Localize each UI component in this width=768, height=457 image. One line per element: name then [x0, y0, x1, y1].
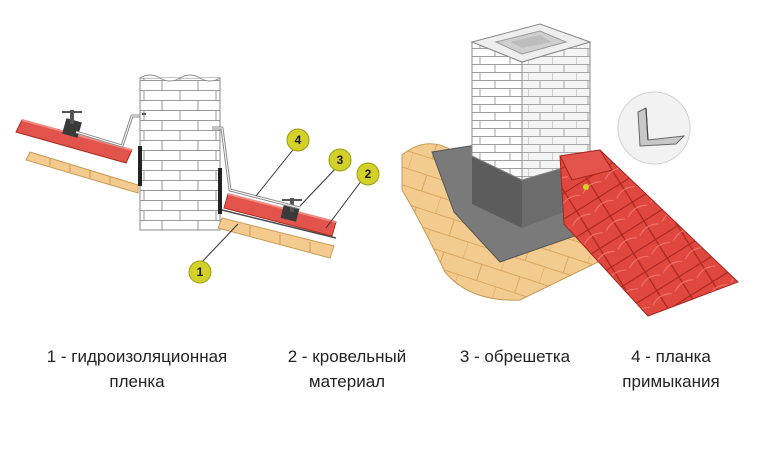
chimney-section: [138, 74, 222, 231]
legend-item-roofing: 2 - кровельный материал: [262, 344, 432, 394]
marker-4-label: 4: [295, 133, 302, 147]
legend-item-1-line-1: 1 - гидроизоляционная: [46, 347, 228, 366]
marker-2: 2: [356, 162, 380, 186]
marker-3: 3: [328, 148, 352, 172]
marker-4: 4: [286, 128, 310, 152]
chimney-iso: [470, 23, 592, 228]
marker-2-label: 2: [365, 167, 372, 181]
flashing-profile-inset: [617, 91, 691, 165]
leader-lines: [199, 145, 363, 265]
cross-section-view: 1 4 3 2: [15, 74, 380, 284]
legend-item-flashing: 4 - планка примыкания: [596, 344, 746, 394]
right-battens: [217, 217, 335, 259]
legend-item-1-line-2: пленка: [109, 372, 165, 391]
legend-item-membrane: 1 - гидроизоляционная пленка: [12, 344, 262, 394]
left-battens: [25, 151, 139, 194]
right-roofing: [223, 193, 337, 237]
legend-item-4-line-2: примыкания: [622, 372, 720, 391]
legend-item-2-line-2: материал: [308, 372, 386, 391]
marker-1: 1: [188, 260, 212, 284]
legend-item-2-line-1: 2 - кровельный: [287, 347, 407, 366]
legend-item-3-line-1: 3 - обрешетка: [459, 347, 571, 366]
membrane-line: [221, 209, 337, 239]
legend-item-sheathing: 3 - обрешетка: [440, 344, 590, 369]
isometric-view: [401, 23, 739, 317]
marker-3-label: 3: [337, 153, 344, 167]
flashing-marker-dot: [583, 184, 589, 190]
legend-item-4-line-1: 4 - планка: [631, 347, 711, 366]
roof-chimney-junction-diagram: 1 4 3 2: [15, 23, 739, 317]
marker-1-label: 1: [197, 265, 204, 279]
